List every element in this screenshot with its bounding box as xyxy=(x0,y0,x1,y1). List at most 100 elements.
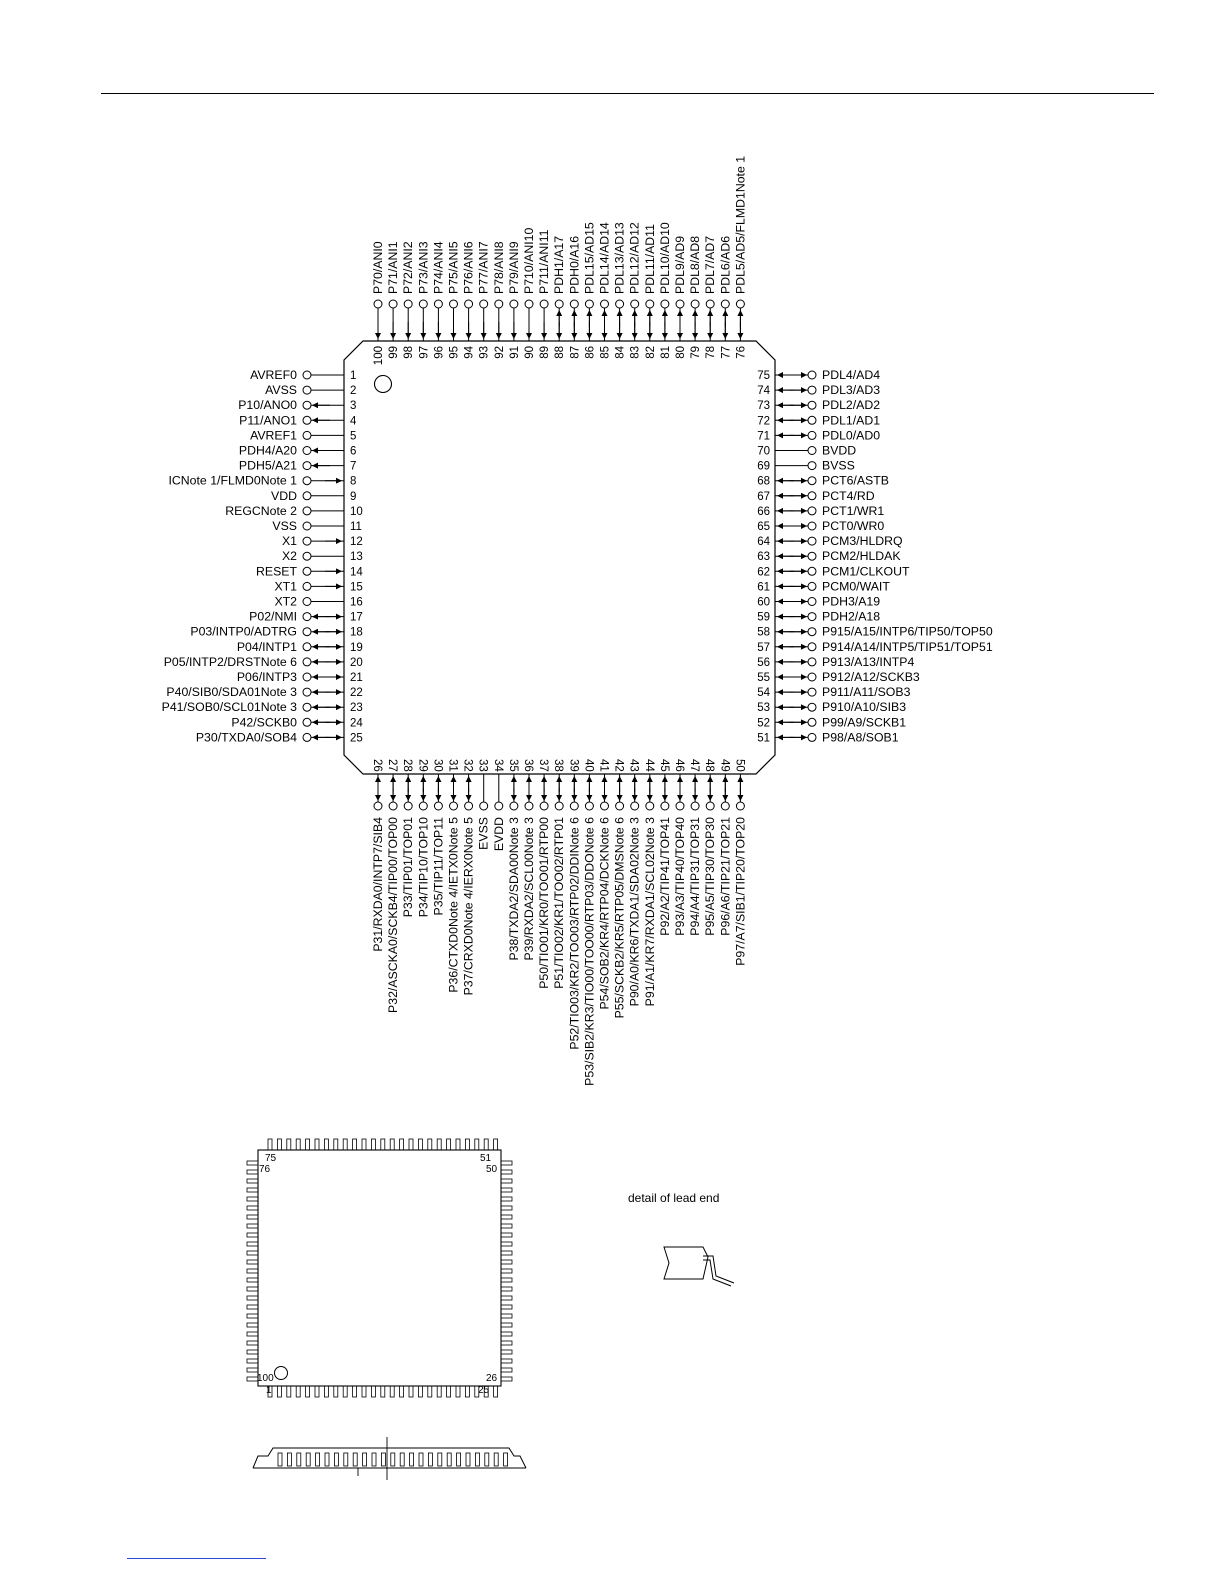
pin-12-terminal xyxy=(302,536,312,546)
pin-64-number: 64 xyxy=(757,536,770,548)
lead-left xyxy=(246,1196,259,1202)
pin-48-label: P95/A5/TIP30/TOP30 xyxy=(703,817,717,936)
lead-left xyxy=(246,1160,259,1166)
pin-2-number: 2 xyxy=(350,385,356,397)
pin-62-number: 62 xyxy=(757,566,770,578)
pin-29-number: 29 xyxy=(416,759,428,772)
lead-right xyxy=(500,1169,513,1175)
lead-bottom xyxy=(464,1385,470,1398)
pin-98-terminal xyxy=(403,299,413,309)
lead-bottom xyxy=(323,1385,329,1398)
pin-3-number: 3 xyxy=(350,400,356,412)
pin-76-label: PDL5/AD5/FLMD1Note 1 xyxy=(733,156,747,294)
pin-84-label: PDL13/AD13 xyxy=(613,222,627,294)
pin-96-terminal xyxy=(433,299,443,309)
pin-24-label: P42/SCKB0 xyxy=(231,715,297,729)
pin-90-terminal xyxy=(524,299,534,309)
lead-bottom xyxy=(493,1385,499,1398)
pin-72-number: 72 xyxy=(757,415,770,427)
pin-49-label: P96/A6/TIP21/TOP21 xyxy=(718,817,732,936)
pin-8-label: ICNote 1/FLMD0Note 1 xyxy=(169,474,298,488)
pin-71-number: 71 xyxy=(757,430,770,442)
lead-right xyxy=(500,1259,513,1265)
pin-47-number: 47 xyxy=(688,759,700,772)
pin-61-label: PCM0/WAIT xyxy=(822,579,890,593)
pin-32-number: 32 xyxy=(462,759,474,772)
lead-top xyxy=(417,1138,423,1151)
pin-89-number: 89 xyxy=(539,346,551,359)
lead-left xyxy=(246,1232,259,1238)
pin-75-label: PDL4/AD4 xyxy=(822,368,880,382)
pin-17-terminal xyxy=(302,612,312,622)
pin-54-number: 54 xyxy=(757,687,770,699)
pin-50-label: P97/A7/SIB1/TIP20/TOP20 xyxy=(733,817,747,966)
lead-left xyxy=(246,1223,259,1229)
side-lead xyxy=(286,1452,292,1467)
pin-92-number: 92 xyxy=(494,346,506,359)
lead-left xyxy=(246,1304,259,1310)
pkg-label-tr-top: 51 xyxy=(480,1153,492,1164)
pin-56-number: 56 xyxy=(757,657,770,669)
pin-72-terminal xyxy=(807,415,817,425)
pin-46-terminal xyxy=(675,801,685,811)
pin-67-number: 67 xyxy=(757,491,770,503)
pin-43-label: P90/A0/KR6/TXDA1/SDA02Note 3 xyxy=(628,817,642,1006)
pin-65-terminal xyxy=(807,521,817,531)
pin-82-number: 82 xyxy=(645,346,657,359)
pin-24-number: 24 xyxy=(350,717,363,729)
pin-9-terminal xyxy=(302,491,312,501)
pin-70-label: BVDD xyxy=(822,444,856,458)
side-lead xyxy=(305,1452,311,1467)
pkg-label-bl-bottom: 1 xyxy=(266,1385,272,1396)
pin-18-terminal xyxy=(302,627,312,637)
pin-12-number: 12 xyxy=(350,536,363,548)
pin-32-terminal xyxy=(464,801,474,811)
pin-79-label: PDL8/AD8 xyxy=(688,236,702,294)
lead-top xyxy=(305,1138,311,1151)
lead-left xyxy=(246,1205,259,1211)
detail-caption: detail of lead end xyxy=(628,1191,720,1205)
pin-4-terminal xyxy=(302,415,312,425)
pin-95-number: 95 xyxy=(449,346,461,359)
pin-59-terminal xyxy=(807,612,817,622)
pin-22-label: P40/SIB0/SDA01Note 3 xyxy=(166,685,297,699)
pin-10-terminal xyxy=(302,506,312,516)
lead-top xyxy=(427,1138,433,1151)
pin-80-label: PDL9/AD9 xyxy=(673,236,687,294)
lead-right xyxy=(500,1223,513,1229)
side-lead xyxy=(333,1452,339,1467)
lead-left xyxy=(246,1169,259,1175)
pin-78-number: 78 xyxy=(705,346,717,359)
pin-86-terminal xyxy=(584,299,594,309)
pin-53-number: 53 xyxy=(757,702,770,714)
pin-7-number: 7 xyxy=(350,461,356,473)
pin-23-label: P41/SOB0/SCL01Note 3 xyxy=(162,700,298,714)
pin-63-number: 63 xyxy=(757,551,770,563)
pin-2-label: AVSS xyxy=(265,383,297,397)
pin-23-number: 23 xyxy=(350,702,363,714)
pin-59-number: 59 xyxy=(757,612,770,624)
pin-55-terminal xyxy=(807,672,817,682)
lead-top xyxy=(446,1138,452,1151)
pin-87-number: 87 xyxy=(569,346,581,359)
package-leads xyxy=(246,1138,513,1398)
pin-45-label: P92/A2/TIP41/TOP41 xyxy=(658,817,672,936)
lead-left xyxy=(246,1178,259,1184)
lead-right xyxy=(500,1187,513,1193)
pin-60-terminal xyxy=(807,597,817,606)
pin-81-number: 81 xyxy=(660,346,672,359)
lead-top xyxy=(314,1138,320,1151)
pin-1-terminal xyxy=(302,370,312,380)
lead-top xyxy=(276,1138,282,1151)
pin-36-number: 36 xyxy=(522,759,534,772)
pin-62-label: PCM1/CLKOUT xyxy=(822,564,910,578)
lead-right xyxy=(500,1286,513,1292)
pin-17-label: P02/NMI xyxy=(249,610,297,624)
pin-64-label: PCM3/HLDRQ xyxy=(822,534,903,548)
pin-38-number: 38 xyxy=(552,759,564,772)
chip-body xyxy=(343,340,776,775)
pin-66-terminal xyxy=(807,506,817,516)
pin1-index-mark xyxy=(373,374,393,394)
lead-bottom xyxy=(333,1385,339,1398)
